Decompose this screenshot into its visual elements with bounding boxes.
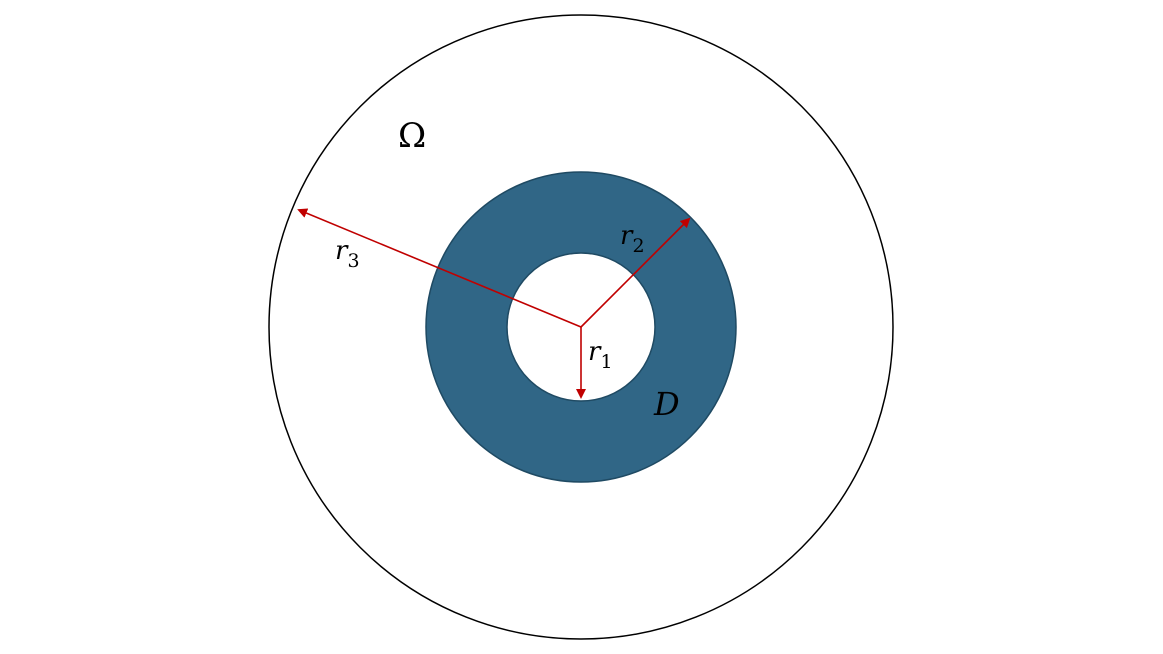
r2-label-subscript: 2 — [632, 235, 644, 257]
r2-arrow — [580, 217, 691, 328]
r1-label: r1 — [588, 337, 613, 373]
omega-label: Ω — [398, 116, 426, 156]
r3-label-subscript: 3 — [347, 250, 359, 272]
r2-label-base: r — [620, 221, 634, 251]
domain-d-label: D — [653, 385, 680, 423]
r3-label-base: r — [335, 236, 349, 266]
r1-label-base: r — [588, 337, 602, 367]
r2-label: r2 — [620, 221, 645, 257]
r3-label: r3 — [335, 236, 360, 272]
r1-label-subscript: 1 — [600, 351, 612, 373]
outer-circle-omega — [268, 14, 894, 640]
r3-arrow — [297, 208, 582, 328]
